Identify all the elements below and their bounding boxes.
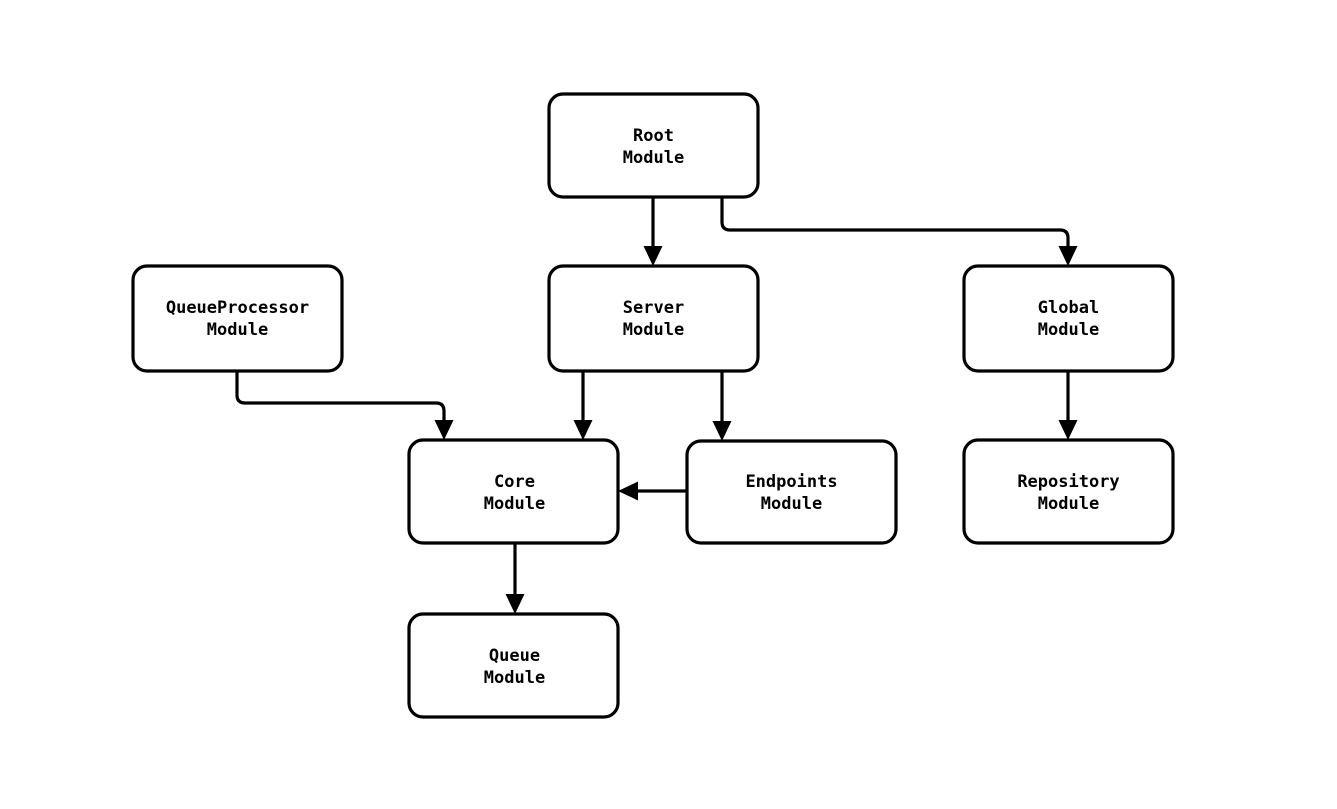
- edge-core-to-queue: [505, 543, 525, 614]
- edge-queueprocessor-to-core-arrowhead: [434, 420, 454, 440]
- node-root-module-label-line1: Root: [633, 126, 674, 146]
- node-repository-module-box[interactable]: [962, 438, 1175, 545]
- node-core-module-label-line2: Module: [484, 494, 545, 514]
- edge-server-to-endpoints-arrowhead: [712, 421, 732, 441]
- edge-server-to-endpoints: [712, 371, 732, 441]
- node-queue-module-box[interactable]: [407, 612, 620, 719]
- node-core-module-box[interactable]: [407, 438, 620, 545]
- node-root-module[interactable]: Root Module: [547, 92, 760, 199]
- node-queueprocessor-module-box[interactable]: [131, 264, 344, 373]
- node-core-module-label-line1: Core: [494, 472, 535, 492]
- edge-queueprocessor-to-core-line: [235, 371, 446, 425]
- node-global-module-label-line2: Module: [1038, 320, 1099, 340]
- node-repository-module-label-line2: Module: [1038, 494, 1099, 514]
- edge-queueprocessor-to-core: [235, 371, 454, 440]
- node-server-module-label-line2: Module: [623, 320, 684, 340]
- edge-server-to-core-arrowhead: [573, 420, 593, 440]
- edge-root-to-server-arrowhead: [643, 246, 663, 266]
- node-server-module[interactable]: Server Module: [547, 264, 760, 373]
- node-queue-module[interactable]: Queue Module: [407, 612, 620, 719]
- edge-endpoints-to-core-arrowhead: [618, 481, 638, 501]
- edge-root-to-global-line: [720, 197, 1070, 251]
- edge-endpoints-to-core: [618, 481, 687, 501]
- node-repository-module[interactable]: Repository Module: [962, 438, 1175, 545]
- node-root-module-label-line2: Module: [623, 148, 684, 168]
- node-repository-module-label-line1: Repository: [1017, 472, 1119, 492]
- edge-root-to-global: [720, 197, 1078, 266]
- edge-server-to-core: [573, 371, 593, 440]
- node-endpoints-module-label-line2: Module: [761, 494, 822, 514]
- node-layer: Root Module QueueProcessor Module Server…: [131, 92, 1175, 719]
- node-queueprocessor-module-label-line1: QueueProcessor: [166, 298, 309, 318]
- node-queueprocessor-module-label-line2: Module: [207, 320, 268, 340]
- node-global-module[interactable]: Global Module: [962, 264, 1175, 373]
- edge-root-to-server: [643, 197, 663, 266]
- edge-root-to-global-arrowhead: [1058, 246, 1078, 266]
- node-endpoints-module-box[interactable]: [685, 439, 898, 545]
- node-server-module-label-line1: Server: [623, 298, 684, 318]
- node-server-module-box[interactable]: [547, 264, 760, 373]
- node-global-module-label-line1: Global: [1038, 298, 1099, 318]
- node-core-module[interactable]: Core Module: [407, 438, 620, 545]
- node-endpoints-module[interactable]: Endpoints Module: [685, 439, 898, 545]
- node-root-module-box[interactable]: [547, 92, 760, 199]
- edge-global-to-repository-arrowhead: [1058, 420, 1078, 440]
- edge-core-to-queue-arrowhead: [505, 594, 525, 614]
- node-queue-module-label-line2: Module: [484, 668, 545, 688]
- node-global-module-box[interactable]: [962, 264, 1175, 373]
- node-endpoints-module-label-line1: Endpoints: [745, 472, 837, 492]
- edge-global-to-repository: [1058, 371, 1078, 440]
- edge-layer: [235, 197, 1078, 614]
- node-queueprocessor-module[interactable]: QueueProcessor Module: [131, 264, 344, 373]
- node-queue-module-label-line1: Queue: [489, 646, 540, 666]
